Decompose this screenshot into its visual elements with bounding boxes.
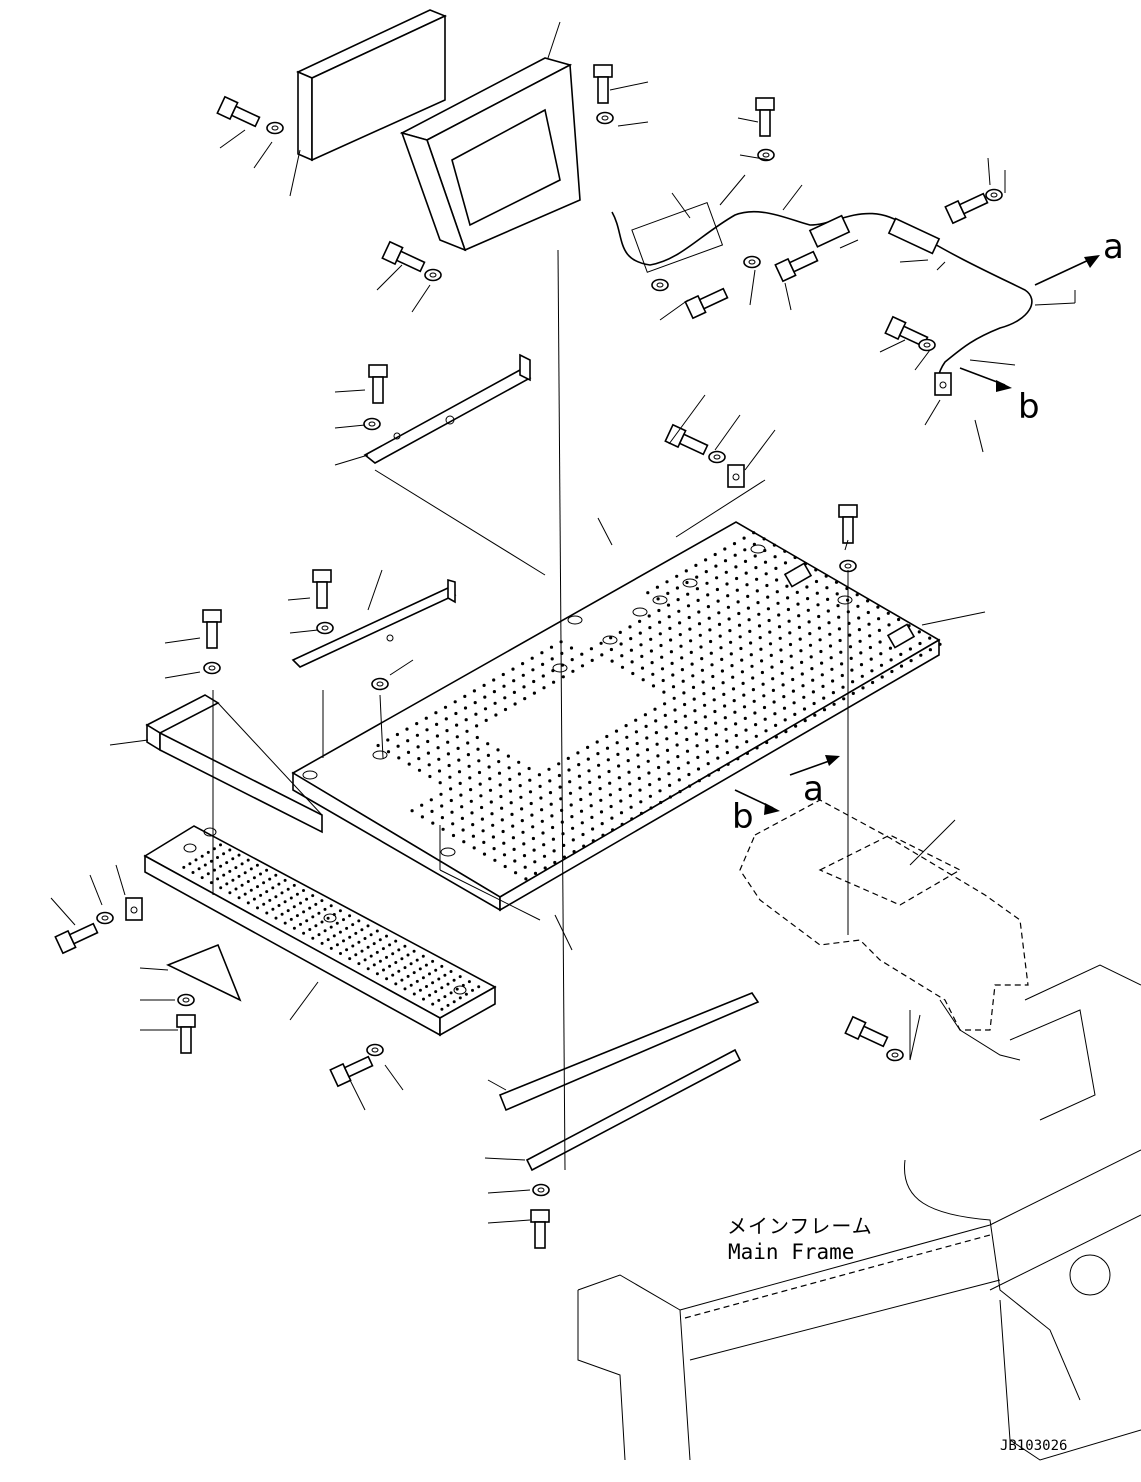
wire-harness [611, 202, 1033, 393]
callout-b-top: b [1018, 387, 1040, 427]
fasteners [54, 64, 1003, 1249]
leader-lines [50, 21, 1076, 1224]
controller-unit [296, 9, 448, 162]
direction-callouts: a b a b [732, 227, 1124, 837]
drawing-number: JB103026 [1000, 1438, 1067, 1454]
upper-strip-bracket [363, 353, 532, 464]
callout-b-mid: b [732, 797, 754, 837]
side-floor-plate [143, 825, 497, 1037]
lower-trim-plates [498, 992, 760, 1172]
middle-strip-bracket [291, 578, 457, 668]
callout-a-top: a [1103, 227, 1124, 267]
rear-frame-assembly [903, 964, 1141, 1461]
controller-mount-bracket [399, 57, 581, 252]
frame-rail [577, 1224, 1001, 1461]
main-floor-plate [291, 521, 942, 912]
alignment-lines [212, 249, 911, 1171]
main-frame-label-jp: メインフレーム [727, 1214, 873, 1238]
left-l-bracket [145, 694, 323, 834]
main-frame-label-en: Main Frame [728, 1240, 854, 1264]
main-frame [739, 799, 1029, 1061]
callout-a-mid: a [803, 769, 824, 809]
